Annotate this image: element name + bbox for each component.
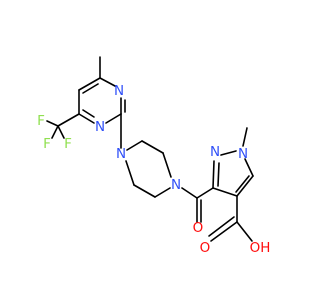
bond <box>236 175 254 197</box>
bond <box>78 77 101 91</box>
bond <box>236 221 253 242</box>
structure-svg: N N F F F N N O N N O OH <box>37 56 270 256</box>
fluorine-atom-2: F <box>43 136 51 152</box>
bonds-main <box>46 56 254 242</box>
bond <box>210 221 238 242</box>
bond <box>141 140 164 154</box>
nitrogen-atom-piperazine-1: N <box>116 146 126 162</box>
fluorine-atom-3: F <box>64 136 72 152</box>
bond <box>212 187 238 197</box>
oxygen-atom-acid-hydroxyl: OH <box>250 240 271 256</box>
bond <box>242 127 248 147</box>
fluorine-atom-1: F <box>37 113 45 129</box>
nitrogen-atom-pyrimidine-1: N <box>95 119 105 135</box>
bond <box>235 175 250 193</box>
bond <box>154 187 171 198</box>
bond <box>162 152 172 178</box>
bond <box>57 125 65 139</box>
bond <box>99 77 116 87</box>
nitrogen-atom-piperazine-4: N <box>171 177 181 193</box>
bond <box>126 140 143 151</box>
bond <box>244 158 254 177</box>
bond <box>105 113 122 124</box>
bond <box>46 120 59 127</box>
molecule-structure-diagram: N N F F F N N O N N O OH <box>37 56 270 256</box>
bond <box>212 160 215 189</box>
oxygen-atom-carbonyl: O <box>193 220 204 236</box>
bond <box>220 150 237 156</box>
bond <box>82 109 95 118</box>
bond <box>82 83 99 94</box>
nitrogen-atom-pyrimidine-3: N <box>114 83 124 99</box>
bond <box>57 113 80 127</box>
bond <box>51 125 59 139</box>
bond <box>181 187 198 199</box>
bond <box>196 187 214 199</box>
oxygen-atom-acid-double: O <box>200 240 211 256</box>
bond <box>78 113 95 124</box>
bond <box>208 216 235 237</box>
nitrogen-atom-pyrazole-2: N <box>210 144 220 160</box>
atom-labels: N N F F F N N O N N O OH <box>37 83 270 256</box>
bond <box>133 184 156 198</box>
nitrogen-atom-pyrazole-1: N <box>238 146 248 162</box>
bond <box>125 160 135 186</box>
bond <box>217 162 220 187</box>
